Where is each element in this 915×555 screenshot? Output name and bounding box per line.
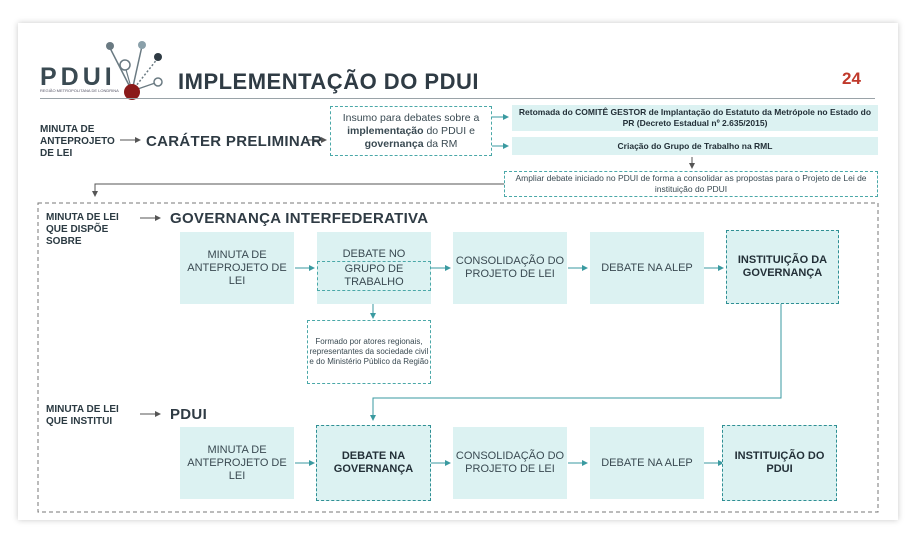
gov-step-debate: DEBATE NO <box>317 232 431 304</box>
preliminary-stage: CARÁTER PRELIMINAR <box>146 133 323 150</box>
header-divider <box>40 98 875 99</box>
pdui-step-alep: DEBATE NA ALEP <box>590 427 704 499</box>
formado-box: Formado por atores regionais, representa… <box>307 320 431 384</box>
gov-grupo-trabalho: GRUPO DE TRABALHO <box>317 261 431 291</box>
pdui-step-debate: DEBATE NA GOVERNANÇA <box>316 425 431 501</box>
page-title: IMPLEMENTAÇÃO DO PDUI <box>178 69 479 94</box>
logo: PDUI <box>40 63 116 91</box>
gov-step-consolidacao: CONSOLIDAÇÃO DO PROJETO DE LEI <box>453 232 567 304</box>
pdui-title: PDUI <box>170 406 208 423</box>
governanca-title: GOVERNANÇA INTERFEDERATIVA <box>170 210 429 227</box>
gov-step-instituicao: INSTITUIÇÃO DA GOVERNANÇA <box>726 230 839 304</box>
pdui-label: MINUTA DE LEI QUE INSTITUI <box>46 404 119 427</box>
gov-step-alep: DEBATE NA ALEP <box>590 232 704 304</box>
pdui-step-instituicao: INSTITUIÇÃO DO PDUI <box>722 425 837 501</box>
logo-network-icon <box>106 41 163 100</box>
preliminary-label: MINUTA DE ANTEPROJETO DE LEI <box>40 124 115 159</box>
retomada-box: Retomada do COMITÊ GESTOR de Implantação… <box>512 105 878 131</box>
insumo-box: Insumo para debates sobre a implementaçã… <box>330 106 492 156</box>
pdui-step-consolidacao: CONSOLIDAÇÃO DO PROJETO DE LEI <box>453 427 567 499</box>
pdui-step-minuta: MINUTA DE ANTEPROJETO DE LEI <box>180 427 294 499</box>
governanca-label: MINUTA DE LEI QUE DISPÕE SOBRE <box>46 212 119 247</box>
gov-step-minuta: MINUTA DE ANTEPROJETO DE LEI <box>180 232 294 304</box>
ampliar-box: Ampliar debate iniciado no PDUI de forma… <box>504 171 878 197</box>
criacao-box: Criação do Grupo de Trabalho na RML <box>512 137 878 155</box>
page-number: 24 <box>842 69 861 88</box>
logo-subtitle: REGIÃO METROPOLITANA DE LONDRINA <box>40 88 119 93</box>
